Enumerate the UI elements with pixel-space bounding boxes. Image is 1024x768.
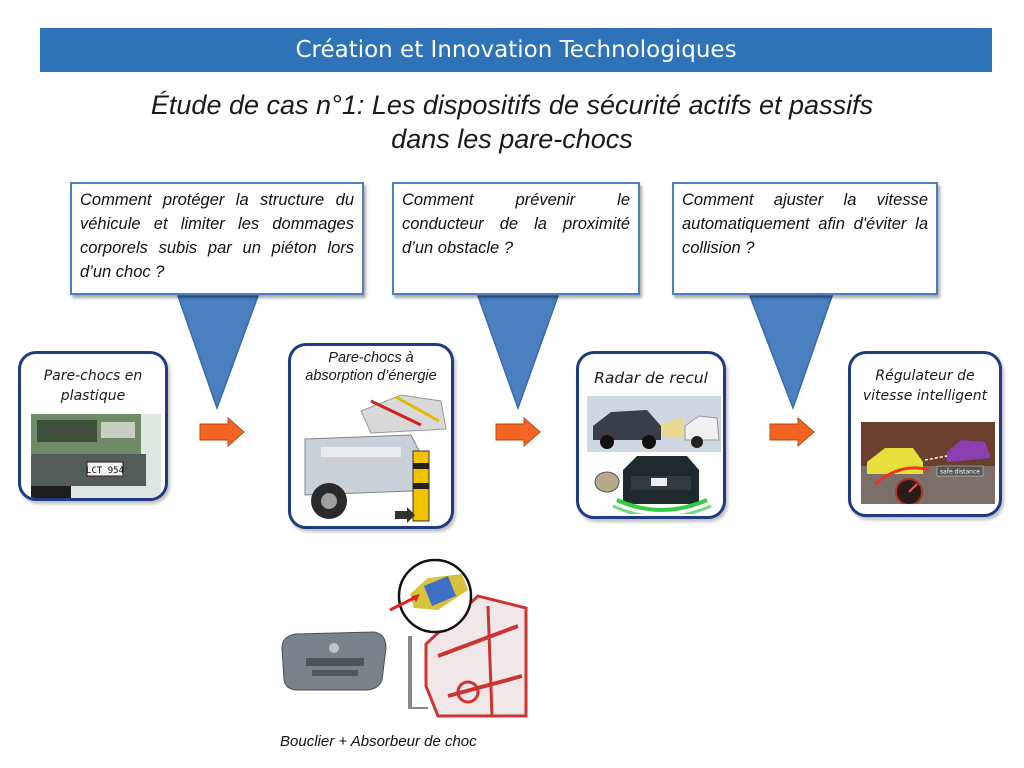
stage-plastic-bumper: Pare-chocs en plastique LCT 954 <box>18 351 168 501</box>
subtitle-line-1: Étude de cas n°1: Les dispositifs de séc… <box>150 90 874 120</box>
stage-label: Radar de recul <box>594 369 708 387</box>
arrow-right-icon <box>199 416 245 448</box>
stage-intelligent-cruise-control: Régulateur de vitesse intelligent safe d… <box>848 351 1002 517</box>
old-car-front-image: LCT 954 <box>31 414 161 498</box>
question-box-3: Comment ajuster la vitesse automatiqueme… <box>672 182 938 295</box>
stage-energy-absorbing-bumper: Pare-chocs à absorption d’énergie <box>288 343 454 529</box>
arrow-right-icon <box>495 416 541 448</box>
question-text-2: Comment prévenir le conducteur de la pro… <box>402 191 630 257</box>
stage-label: Pare-chocs à absorption d’énergie <box>305 350 437 384</box>
radar-image <box>587 396 721 514</box>
callout-pointer-3 <box>748 295 834 411</box>
arrow-right-icon <box>769 416 815 448</box>
stage-reversing-radar: Radar de recul <box>576 351 726 519</box>
subtitle-line-2: dans les pare-chocs <box>391 124 633 154</box>
question-box-2: Comment prévenir le conducteur de la pro… <box>392 182 640 295</box>
callout-pointer-2 <box>476 295 560 411</box>
header-banner: Création et Innovation Technologiques <box>40 28 992 72</box>
question-text-1: Comment protéger la structure du véhicul… <box>80 191 354 281</box>
license-plate: LCT 954 <box>86 466 124 476</box>
question-box-1: Comment protéger la structure du véhicul… <box>70 182 364 295</box>
stage-label: Pare-chocs en plastique <box>43 368 143 404</box>
callout-pointer-1 <box>176 295 260 411</box>
cruise-control-image: safe distance <box>861 422 995 504</box>
page-subtitle: Étude de cas n°1: Les dispositifs de séc… <box>100 88 924 156</box>
assembly-caption: Bouclier + Absorbeur de choc <box>280 733 477 750</box>
bumper-absorber-image <box>278 556 528 734</box>
header-title: Création et Innovation Technologiques <box>295 37 737 63</box>
crash-test-image <box>301 391 449 523</box>
question-text-3: Comment ajuster la vitesse automatiqueme… <box>682 191 928 257</box>
stage-label: Régulateur de vitesse intelligent <box>862 368 988 404</box>
safe-distance-badge: safe distance <box>940 469 980 476</box>
